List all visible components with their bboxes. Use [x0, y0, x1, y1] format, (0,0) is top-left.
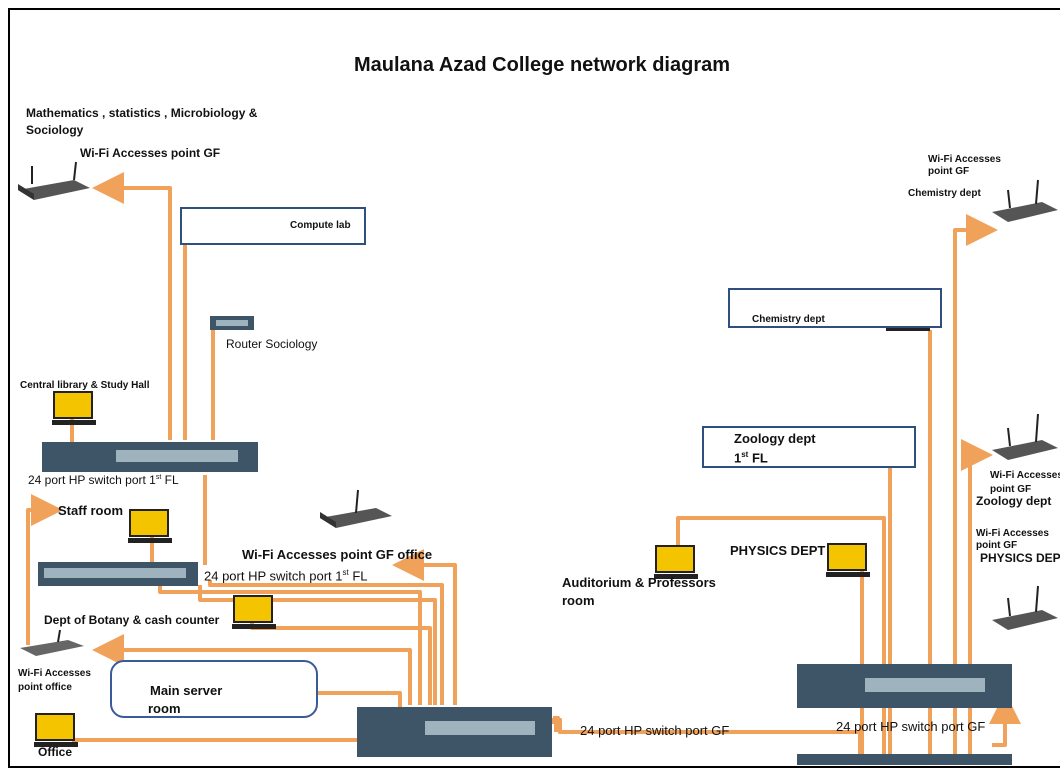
- staff-room-label: Staff room: [58, 503, 123, 518]
- wifi-router-icon: [992, 413, 1058, 460]
- zoology-label-2: 1st FL: [734, 450, 768, 466]
- switch-1fl-a-label: 24 port HP switch port 1st FL: [28, 473, 179, 487]
- router-sociology-label: Router Sociology: [226, 337, 318, 351]
- computer-icon: [826, 543, 870, 577]
- main-server-room-callout: [110, 660, 318, 718]
- computer-icon: [232, 595, 276, 629]
- auditorium-label-1: Auditorium & Professors: [562, 575, 716, 590]
- cable-auditorium: [676, 516, 886, 765]
- cable-wifi-gf: [92, 172, 172, 440]
- main-server-label-2: room: [148, 701, 181, 716]
- wifi-router-icon: [992, 585, 1058, 630]
- switch-gf-right-icon: [797, 754, 1012, 765]
- switch-1fl-b-label: 24 port HP switch port 1st FL: [204, 568, 368, 584]
- cable-chem-wifi: [953, 214, 998, 765]
- zoo-wifi-label-3: Zoology dept: [976, 494, 1052, 508]
- phys-wifi-label-1: Wi-Fi Accesses: [976, 528, 1049, 539]
- compute-lab-label: Compute lab: [290, 220, 351, 231]
- cable-zoo-wifi: [961, 439, 993, 765]
- auditorium-label-2: room: [562, 593, 595, 608]
- cable-wifi-gf-office: [392, 549, 457, 705]
- chemistry-dept-box: [728, 288, 942, 328]
- cable-sw2-center-b: [198, 585, 437, 705]
- chem-wifi-label-3: Chemistry dept: [908, 188, 981, 199]
- cable-sw2-center-c: [208, 580, 444, 705]
- cable-wifi-office: [92, 634, 412, 705]
- physics-dept-label: PHYSICS DEPT: [730, 543, 826, 558]
- chem-wifi-label-1: Wi-Fi Accesses: [928, 154, 1001, 165]
- wifi-office-label-2: point office: [18, 682, 72, 693]
- switch-gf-right-body-icon: [797, 664, 1012, 708]
- computer-icon: [52, 391, 96, 425]
- phys-wifi-label-3: PHYSICS DEPT: [980, 551, 1060, 565]
- computer-icon: [128, 509, 172, 543]
- math-dept-label-2: Sociology: [26, 123, 84, 137]
- router-sociology-icon: [210, 316, 254, 330]
- computer-icon: [654, 545, 698, 579]
- office-label: Office: [38, 745, 73, 759]
- computer-icon: [34, 713, 78, 747]
- cable-phys-wifi: [989, 692, 1021, 747]
- math-dept-label: Mathematics , statistics , Microbiology …: [26, 106, 258, 120]
- compute-lab-box: [180, 207, 366, 245]
- chem-wifi-label-2: point GF: [928, 166, 970, 177]
- switch-gf-center-icon: [357, 707, 552, 757]
- wifi-gf-office-label: Wi-Fi Accesses point GF office: [242, 547, 433, 562]
- wifi-router-icon: [18, 161, 90, 200]
- main-server-label-1: Main server: [150, 683, 223, 698]
- switch-1fl-b-icon: [38, 562, 198, 586]
- cable-main-server: [318, 691, 402, 712]
- switch-1fl-a-icon: [42, 442, 258, 472]
- cable-staff-room: [26, 494, 63, 645]
- botany-label: Dept of Botany & cash counter: [44, 613, 220, 627]
- wifi-router-icon: [320, 489, 392, 528]
- zoo-wifi-label-1: Wi-Fi Accesses: [990, 470, 1060, 481]
- cable-sw2-center-a: [158, 585, 422, 705]
- wifi-router-icon: [992, 179, 1058, 222]
- wifi-gf-label: Wi-Fi Accesses point GF: [80, 146, 221, 160]
- switch-gf-center-label: 24 port HP switch port GF: [580, 723, 730, 738]
- zoo-wifi-label-2: point GF: [990, 484, 1032, 495]
- zoology-label-1: Zoology dept: [734, 431, 816, 446]
- wifi-office-label-1: Wi-Fi Accesses: [18, 668, 91, 679]
- central-library-label: Central library & Study Hall: [20, 380, 150, 391]
- diagram-title: Maulana Azad College network diagram: [354, 54, 731, 76]
- wifi-router-icon: [20, 629, 84, 656]
- switch-gf-right-label: 24 port HP switch port GF: [836, 719, 986, 734]
- zoology-dept-box: [702, 426, 916, 468]
- phys-wifi-label-2: point GF: [976, 540, 1018, 551]
- chemistry-dept-label: Chemistry dept: [752, 314, 825, 325]
